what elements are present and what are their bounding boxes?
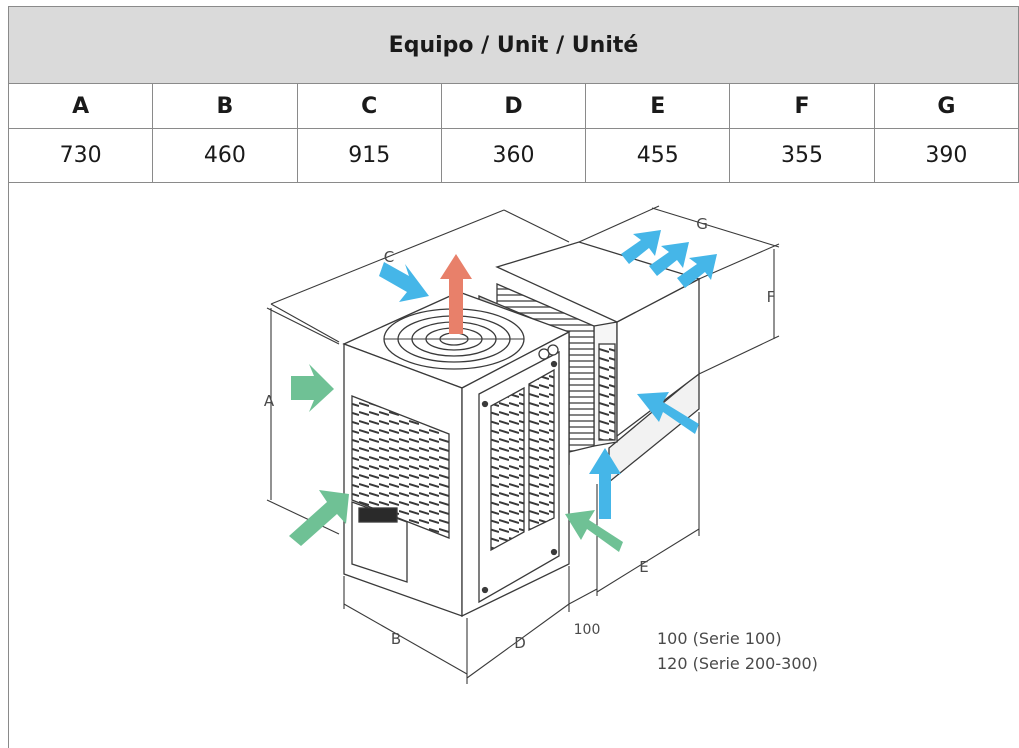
gap-label: 100: [574, 622, 601, 638]
header-e: E: [585, 83, 731, 129]
value-f: 355: [729, 128, 875, 183]
header-d: D: [440, 83, 587, 129]
header-a: A: [7, 83, 154, 129]
unit-dimension-drawing: C A B D E F G 100 100 (Serie 100) 120 (S…: [264, 205, 818, 684]
evap-air-arrow-icon: [621, 230, 661, 264]
dim-label-f: F: [767, 288, 776, 306]
evap-air-arrow-icon: [649, 242, 689, 276]
series-note-2: 120 (Serie 200-300): [657, 654, 818, 673]
dim-label-a: A: [264, 392, 275, 410]
airflow-arrows: [289, 230, 717, 552]
value-e: 455: [585, 128, 731, 183]
dim-label-e: E: [639, 558, 648, 576]
evap-air-arrow-icon: [589, 448, 621, 519]
condensing-unit: [342, 291, 571, 618]
value-c: 915: [296, 128, 442, 183]
header-c: C: [296, 83, 442, 129]
dimension-lines: [266, 205, 780, 684]
dim-label-d: D: [514, 634, 526, 652]
evap-air-arrow-icon: [379, 262, 429, 302]
table-title: Equipo / Unit / Unité: [8, 6, 1019, 84]
exhaust-arrow-icon: [440, 254, 472, 334]
header-g: G: [873, 83, 1019, 129]
intake-arrow-icon: [565, 510, 623, 552]
value-g: 390: [873, 128, 1019, 183]
value-b: 460: [152, 128, 298, 183]
header-f: F: [729, 83, 875, 129]
intake-arrow-icon: [291, 364, 334, 412]
dim-label-b: B: [391, 630, 401, 648]
dim-label-g: G: [696, 215, 708, 233]
dimensions-table: Equipo / Unit / Unité A B C D E F G 730 …: [7, 6, 1019, 183]
value-d: 360: [440, 128, 587, 183]
dim-label-c: C: [384, 248, 394, 266]
header-b: B: [152, 83, 298, 129]
series-note-1: 100 (Serie 100): [657, 629, 782, 648]
evap-air-arrow-icon: [637, 392, 699, 434]
intake-arrow-icon: [289, 490, 349, 546]
value-a: 730: [7, 128, 154, 183]
evap-air-arrow-icon: [677, 254, 717, 288]
